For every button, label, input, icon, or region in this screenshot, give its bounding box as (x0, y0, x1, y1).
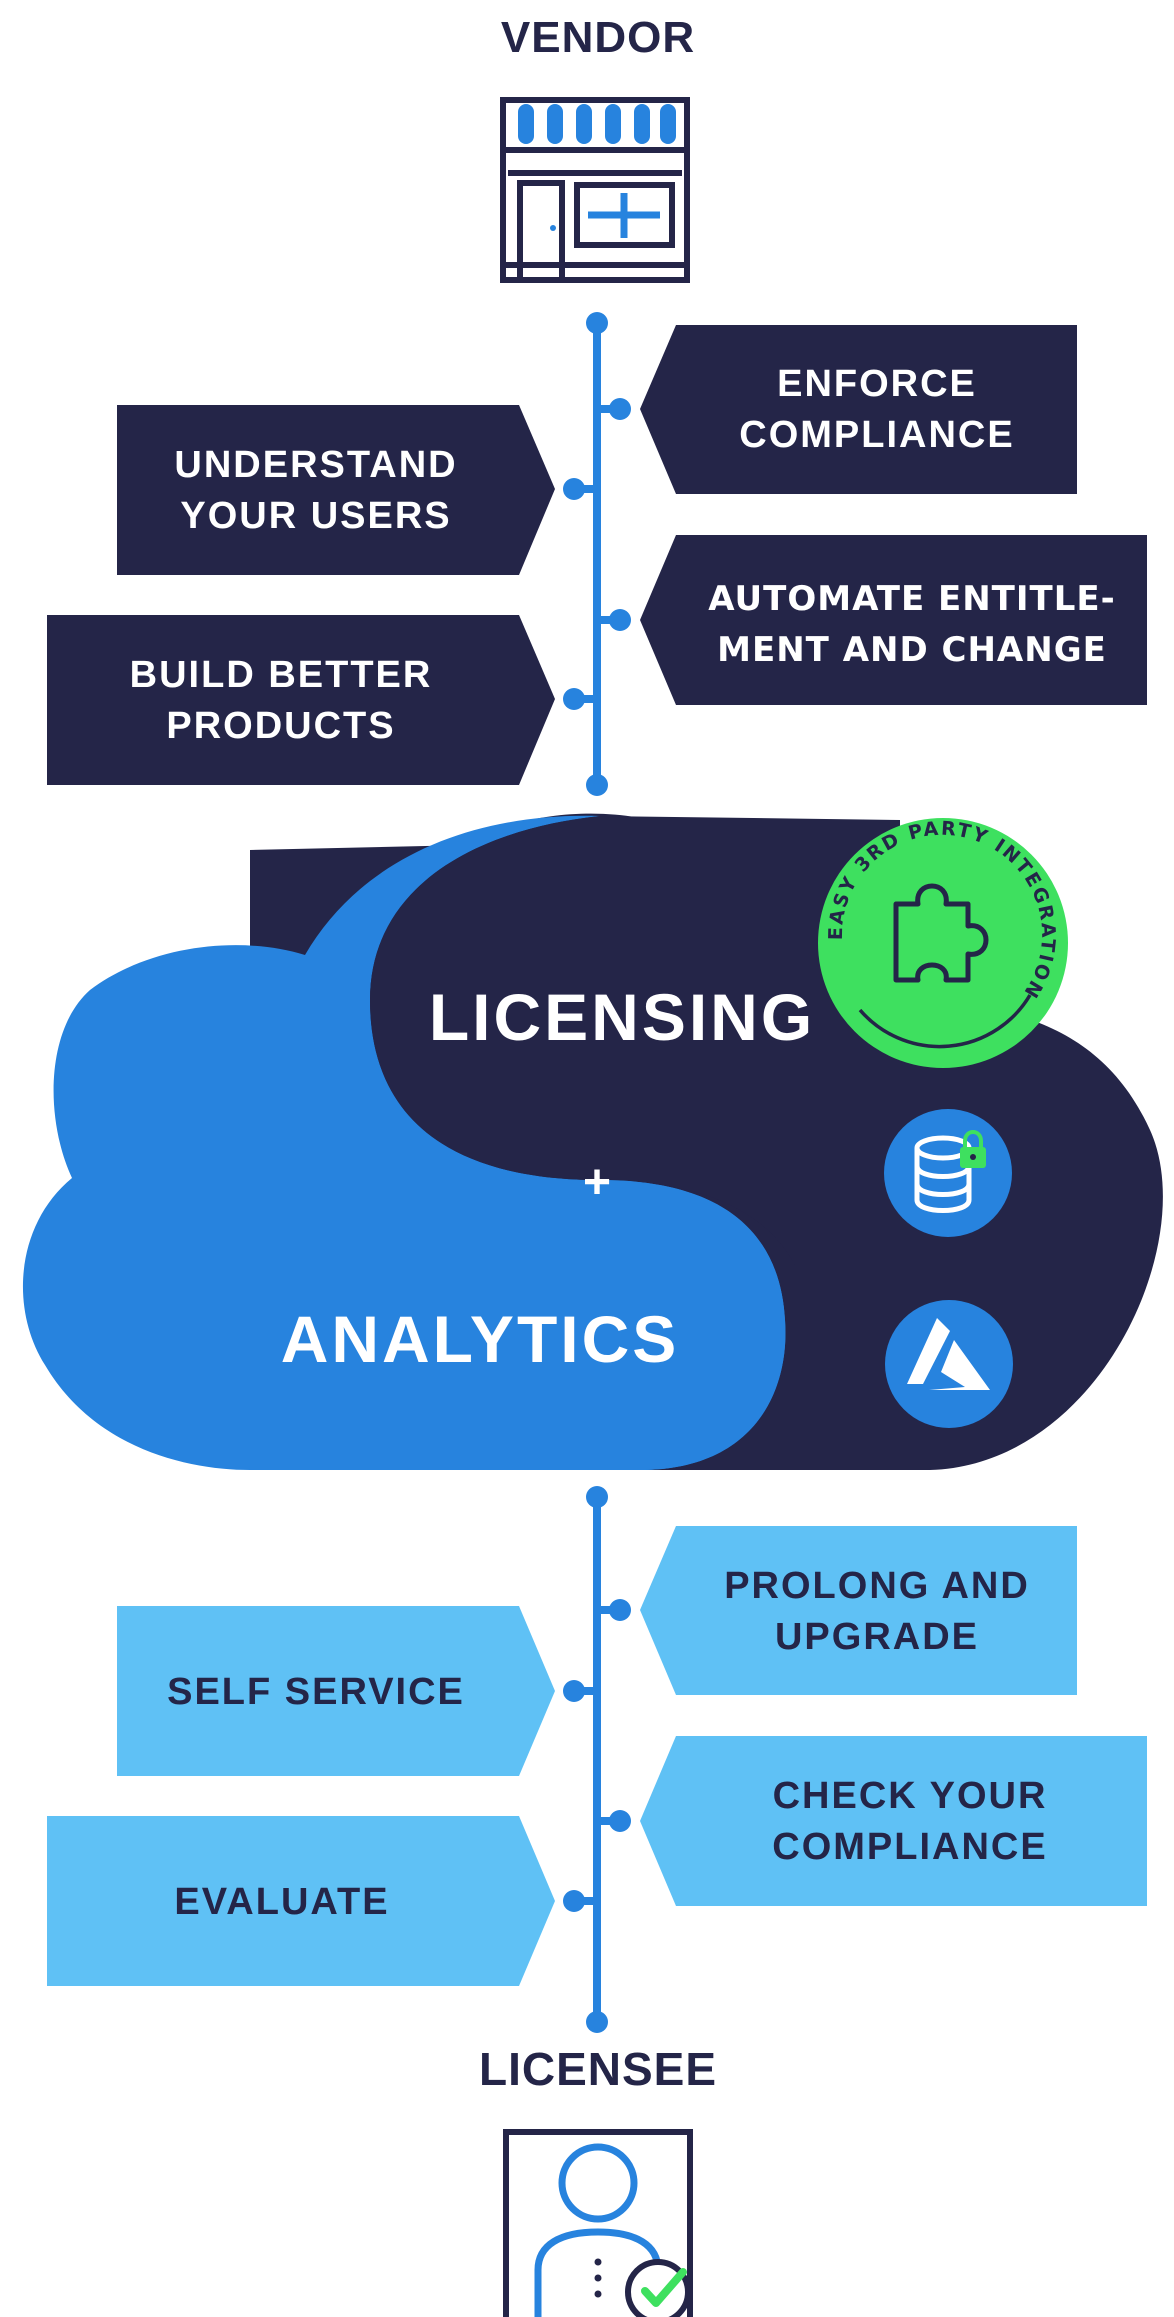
integration-badge: EASY 3RD PARTY INTEGRATION (818, 818, 1068, 1068)
label-line: ENFORCE (777, 363, 977, 405)
licensee-label-prolong-and-upgrade: PROLONG AND UPGRADE (640, 1526, 1077, 1695)
label-line: YOUR USERS (180, 495, 451, 537)
label-line: MENT AND CHANGE (717, 630, 1107, 670)
vendor-label-understand-your-users: UNDERSTAND YOUR USERS (117, 405, 555, 575)
label-line: SELF SERVICE (167, 1671, 465, 1713)
verified-user-icon (503, 2129, 693, 2317)
label-line: CHECK YOUR (773, 1775, 1048, 1817)
analytics-title: ANALYTICS (281, 1302, 680, 1376)
secure-database-icon (884, 1109, 1012, 1237)
licensing-analytics-cloud: LICENSING + ANALYTICS EASY 3RD PARTY INT… (22, 813, 1163, 1470)
label-line: COMPLIANCE (739, 414, 1014, 456)
label-line: AUTOMATE ENTITLE- (708, 579, 1115, 619)
licensee-title: LICENSEE (479, 2043, 717, 2095)
vendor-timeline (563, 312, 631, 796)
vendor-label-automate-entitlement: AUTOMATE ENTITLE- MENT AND CHANGE (640, 535, 1147, 705)
azure-logo-icon (885, 1300, 1013, 1428)
label-line: EVALUATE (174, 1881, 389, 1923)
puzzle-piece-icon (893, 883, 989, 983)
licensing-title: LICENSING (429, 980, 815, 1054)
vendor-title: VENDOR (501, 13, 695, 62)
vendor-label-enforce-compliance: ENFORCE COMPLIANCE (640, 325, 1077, 494)
licensee-timeline (563, 1486, 631, 2033)
licensee-label-self-service: SELF SERVICE (117, 1606, 555, 1776)
label-line: UPGRADE (775, 1616, 979, 1658)
plus-sign: + (583, 1156, 611, 1209)
label-line: UNDERSTAND (174, 444, 457, 486)
vendor-label-build-better-products: BUILD BETTER PRODUCTS (47, 615, 555, 785)
licensee-label-check-your-compliance: CHECK YOUR COMPLIANCE (640, 1736, 1147, 1906)
label-line: COMPLIANCE (772, 1826, 1047, 1868)
storefront-icon (500, 97, 690, 283)
label-line: PROLONG AND (724, 1565, 1030, 1607)
label-line: PRODUCTS (166, 705, 395, 747)
label-line: BUILD BETTER (130, 654, 433, 696)
licensee-label-evaluate: EVALUATE (47, 1816, 555, 1986)
